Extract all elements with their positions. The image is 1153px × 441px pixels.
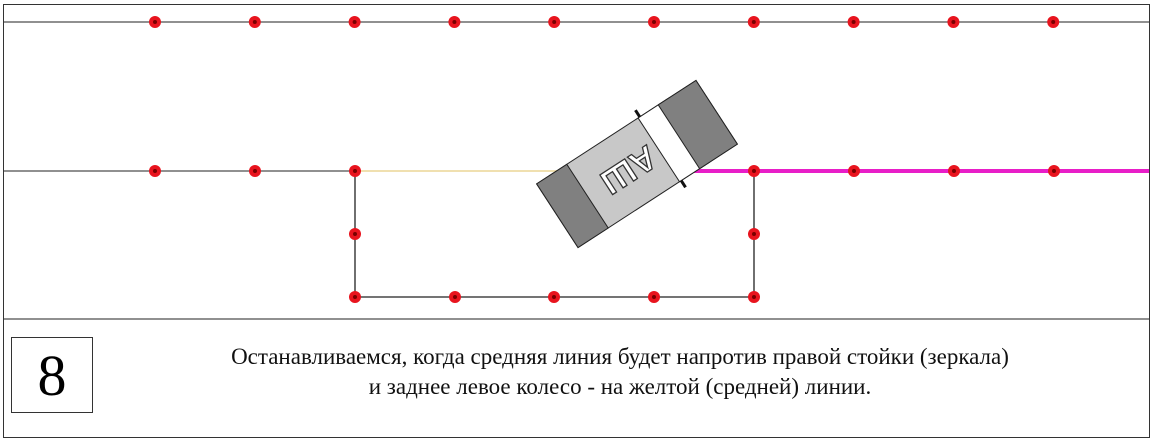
cone-center	[353, 232, 357, 236]
step-number: 8	[37, 342, 67, 408]
cone-center	[552, 20, 557, 24]
cone-center	[851, 20, 856, 24]
cone-center	[153, 169, 157, 173]
caption: Останавливаемся, когда средняя линия буд…	[130, 342, 1110, 402]
cone-center	[1052, 169, 1056, 173]
cone-center	[952, 169, 956, 173]
cone-center	[452, 20, 457, 24]
cone-center	[353, 295, 357, 299]
cone-center	[253, 169, 257, 173]
cone-center	[752, 295, 756, 299]
cone-center	[252, 20, 257, 24]
cone-center	[951, 20, 956, 24]
cone-center	[1051, 20, 1056, 24]
cone-center	[552, 295, 556, 299]
car-rear-window	[535, 163, 609, 249]
cone-center	[353, 169, 357, 173]
cone-center	[652, 20, 656, 24]
cone-center	[751, 20, 756, 24]
step-number-box: 8	[11, 337, 93, 413]
cone-center	[453, 295, 457, 299]
cone-center	[752, 232, 756, 236]
cone-center	[352, 20, 357, 24]
left-mirror	[634, 109, 642, 118]
car: АШ	[535, 79, 739, 249]
cone-markers	[149, 16, 1060, 303]
caption-line-1: Останавливаемся, когда средняя линия буд…	[231, 344, 1009, 369]
cone-center	[652, 295, 656, 299]
cone-center	[153, 20, 157, 24]
cone-center	[752, 169, 756, 173]
cone-center	[852, 169, 856, 173]
car-hood	[657, 79, 739, 170]
caption-line-2: и заднее левое колесо - на желтой (средн…	[368, 374, 872, 399]
right-mirror	[679, 179, 687, 189]
